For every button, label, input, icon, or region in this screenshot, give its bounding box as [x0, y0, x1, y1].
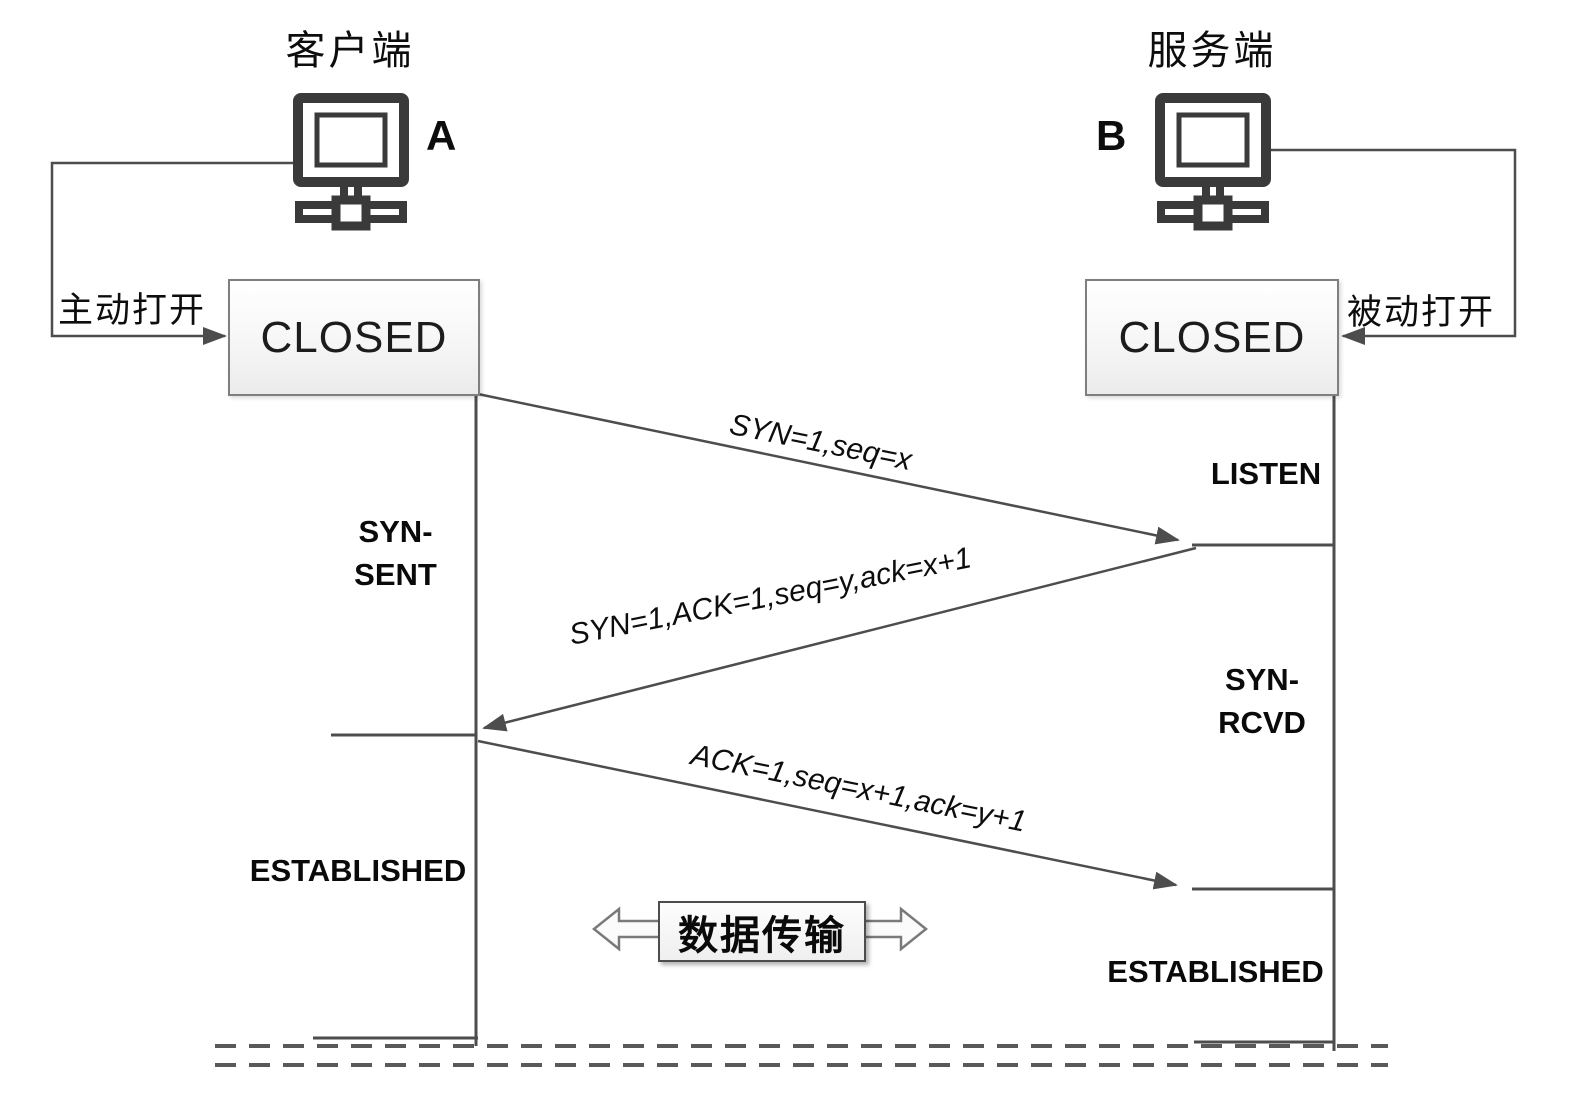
client-open-connector-arrow	[50, 161, 300, 345]
client-closed-state-text: CLOSED	[260, 312, 448, 362]
server-open-connector-arrow	[1266, 148, 1517, 345]
client-state-syn-sent-line1: SYN-	[358, 514, 433, 549]
client-closed-state-box: CLOSED	[228, 279, 480, 396]
syn-ack-message-arrow	[482, 546, 1197, 732]
server-state-syn-rcvd: SYN- RCVD	[1192, 658, 1332, 744]
client-computer-icon	[293, 93, 409, 231]
server-title: 服务端	[1147, 28, 1277, 73]
server-state-syn-rcvd-line1: SYN-	[1224, 662, 1300, 697]
client-open-action-label: 主动打开	[58, 291, 207, 330]
server-host-letter: B	[1096, 112, 1127, 159]
server-closed-state-box: CLOSED	[1085, 279, 1339, 396]
syn-message-arrow	[477, 392, 1180, 545]
data-transfer-label: 数据传输	[678, 912, 846, 958]
server-open-action-label: 被动打开	[1347, 293, 1496, 332]
data-transfer-box: 数据传输	[658, 901, 866, 962]
server-closed-state-text: CLOSED	[1118, 312, 1306, 362]
data-transfer-right-arrow	[860, 906, 929, 952]
client-host-letter: A	[426, 112, 457, 159]
client-state-syn-sent: SYN- SENT	[328, 510, 463, 596]
server-state-listen: LISTEN	[1210, 456, 1322, 491]
server-computer-icon	[1155, 93, 1271, 231]
data-transfer-left-arrow	[591, 906, 662, 952]
client-title: 客户端	[285, 28, 415, 73]
client-state-syn-sent-line2: SENT	[354, 557, 437, 592]
client-state-established: ESTABLISHED	[249, 853, 467, 888]
server-state-syn-rcvd-line2: RCVD	[1218, 705, 1306, 740]
ack-message-arrow	[477, 739, 1178, 890]
server-state-established: ESTABLISHED	[1107, 954, 1324, 989]
